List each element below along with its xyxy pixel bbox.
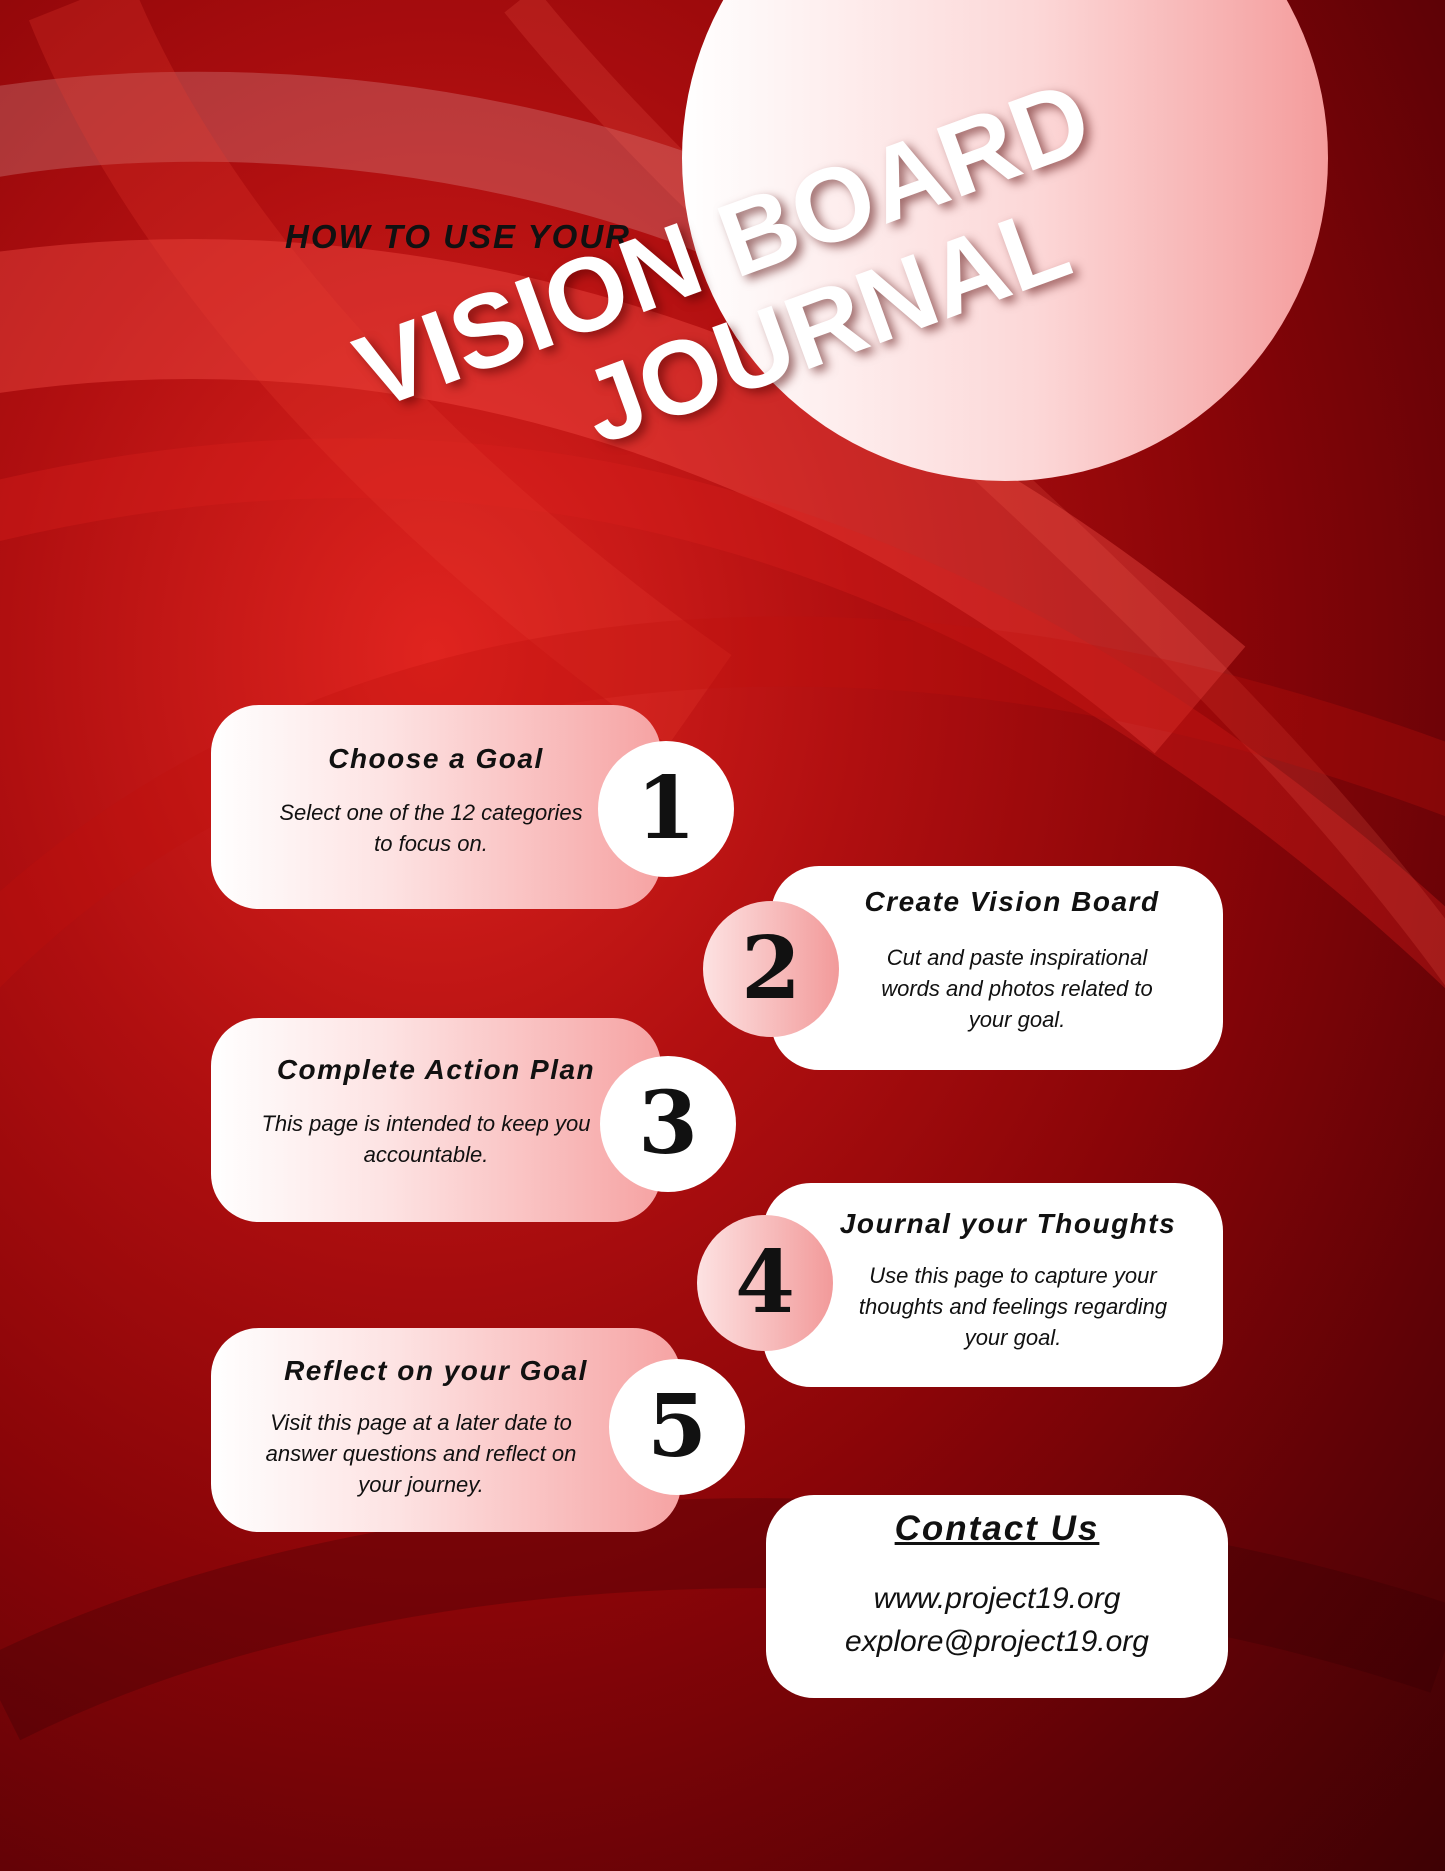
step-description: Cut and paste inspirational words and ph… [881, 945, 1153, 1032]
step-title: Create Vision Board [864, 886, 1160, 917]
step-number-2: 2 [703, 901, 839, 1037]
website-link[interactable]: www.project19.org [873, 1582, 1121, 1615]
step-title: Complete Action Plan [276, 1054, 596, 1085]
step-card-4: Journal your Thoughts Use this page to c… [763, 1183, 1223, 1387]
subtitle: HOW TO USE YOUR [285, 218, 631, 255]
step-description: This page is intended to keep you accoun… [261, 1111, 591, 1167]
step-number-5: 5 [609, 1359, 745, 1495]
email-link[interactable]: explore@project19.org [845, 1625, 1149, 1658]
contact-card: Contact Us www.project19.org explore@pro… [766, 1495, 1228, 1698]
decorative-circle [682, 0, 1328, 481]
step-card-3: Complete Action Plan This page is intend… [211, 1018, 661, 1222]
step-description: Use this page to capture your thoughts a… [858, 1263, 1168, 1350]
step-number-3: 3 [600, 1056, 736, 1192]
step-description: Visit this page at a later date to answe… [265, 1410, 577, 1497]
step-card-1: Choose a Goal Select one of the 12 categ… [211, 705, 661, 909]
contact-title: Contact Us [894, 1509, 1100, 1548]
step-number-4: 4 [697, 1215, 833, 1351]
step-description: Select one of the 12 categories to focus… [279, 800, 583, 856]
step-title: Choose a Goal [328, 743, 544, 774]
step-card-5: Reflect on your Goal Visit this page at … [211, 1328, 681, 1532]
step-title: Journal your Thoughts [839, 1208, 1177, 1239]
step-title: Reflect on your Goal [284, 1355, 588, 1386]
step-card-2: Create Vision Board Cut and paste inspir… [771, 866, 1223, 1070]
step-number-1: 1 [598, 741, 734, 877]
